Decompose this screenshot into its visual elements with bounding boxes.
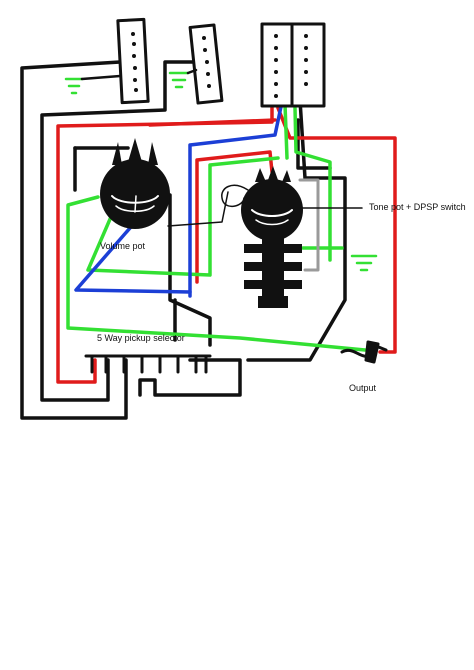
output-label: Output — [349, 383, 377, 393]
blue-wires — [74, 100, 284, 298]
gray-wire — [298, 178, 320, 272]
bridge-humbucker — [260, 22, 326, 108]
tone-pot-label: Tone pot + DPSP switch — [369, 202, 466, 212]
tone-pot — [241, 166, 303, 308]
ground-wires — [20, 60, 347, 420]
ground-symbol-tone — [350, 254, 378, 272]
volume-pot-label: Volume pot — [100, 241, 146, 251]
ground-symbol-neck — [64, 74, 122, 95]
volume-pot — [100, 138, 170, 229]
tone-capacitor — [167, 184, 363, 227]
middle-pickup — [188, 23, 224, 105]
ground-symbol-middle — [168, 68, 198, 89]
neck-pickup — [116, 17, 150, 105]
pickup-selector-label: 5 Way pickup selector — [97, 333, 185, 343]
pickup-selector — [84, 354, 212, 374]
signal-wires — [66, 102, 367, 352]
output-jack — [340, 340, 388, 364]
